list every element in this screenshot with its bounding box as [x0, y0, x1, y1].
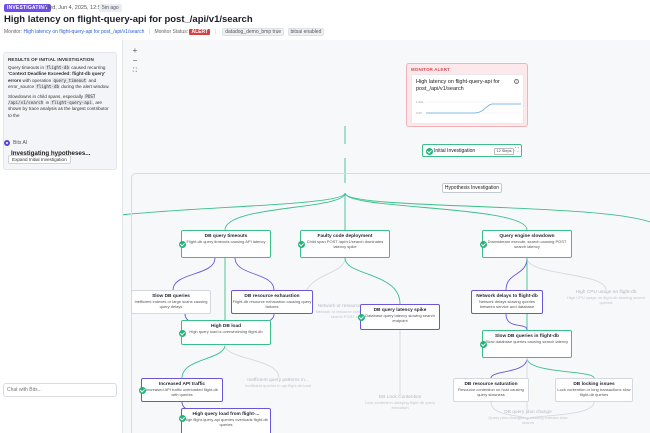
check-icon: [179, 241, 186, 248]
monitor-alert-card[interactable]: MONITOR ALERT High latency on flight-que…: [406, 63, 528, 127]
hypothesis-node-inefficient-query-patterns[interactable]: Inefficient query patterns in... Ineffic…: [245, 378, 311, 388]
hypothesis-node-slow-db-queries[interactable]: Slow DB queries Inefficient indexes or l…: [131, 290, 211, 314]
check-icon: [298, 241, 305, 248]
check-icon: [179, 415, 186, 422]
zoom-in-button[interactable]: +: [132, 46, 138, 55]
alert-status-badge: ALERT: [189, 29, 211, 35]
monitor-label: Monitor:: [4, 29, 23, 35]
fit-view-button[interactable]: ⛶: [132, 68, 138, 74]
status-badge: INVESTIGATING: [4, 4, 52, 12]
initial-investigation-summary: RESULTS OF INITIAL INVESTIGATION Query t…: [3, 52, 117, 170]
monitor-meta: Monitor: High latency on flight-query-ap…: [4, 28, 325, 36]
hypothesis-node-high-query-load[interactable]: High query load from flight-... High fli…: [179, 408, 271, 433]
hypothesis-node-faulty-code-deployment[interactable]: Faulty code deployment Child span POST /…: [298, 230, 390, 258]
bits-ai-name: Bits AI: [13, 140, 28, 146]
hypothesis-node-db-resource-saturation[interactable]: DB resource saturation Resource contenti…: [453, 378, 529, 402]
monitor-link[interactable]: High latency on flight-query-api for pos…: [23, 29, 145, 35]
investigation-canvas[interactable]: + − ⛶: [122, 40, 650, 433]
tag-chip[interactable]: bitsai enabled: [287, 28, 325, 36]
axis-label: 0.00: [416, 111, 422, 115]
divider: |: [214, 29, 216, 35]
hypothesis-node-high-db-load[interactable]: High DB load High query load is overwhel…: [179, 320, 271, 345]
check-icon: [179, 330, 186, 337]
hypothesis-node-network-contention[interactable]: Network or resource contention Network o…: [315, 304, 387, 319]
monitor-status-label: Monitor Status:: [154, 29, 189, 35]
hypothesis-node-increased-api-traffic[interactable]: Increased API traffic Increased API traf…: [139, 378, 223, 402]
graph-edges: [123, 126, 650, 421]
investigation-header: INVESTIGATING Wed, Jun 4, 2025, 12:54:15…: [0, 0, 650, 40]
check-icon: [358, 314, 365, 321]
alert-details: High latency on flight-query-api for pos…: [411, 74, 524, 124]
monitor-alert-label: MONITOR ALERT: [411, 67, 450, 72]
hypothesis-node-db-resource-exhaustion[interactable]: DB resource exhaustion Flight-db resourc…: [231, 290, 313, 314]
thinking-status: Investigating hypotheses...: [11, 150, 91, 157]
chat-panel: RESULTS OF INITIAL INVESTIGATION Query t…: [0, 40, 122, 433]
hypothesis-node-high-cpu-usage[interactable]: High CPU usage on flight-db High CPU usa…: [566, 290, 646, 305]
hypothesis-investigation-node[interactable]: Hypothesis Investigation: [442, 183, 502, 193]
initial-investigation-label: Initial Investigation: [434, 148, 476, 154]
zoom-out-button[interactable]: −: [132, 56, 138, 65]
hypothesis-node-slow-db-queries-flight-db[interactable]: Slow DB queries in flight-db Slow databa…: [480, 330, 572, 358]
hypothesis-node-db-locking-issues[interactable]: DB locking issues Lock contention or lon…: [555, 378, 633, 402]
zoom-controls: + − ⛶: [129, 46, 141, 76]
check-icon: [426, 147, 433, 155]
page-title: High latency on flight-query-api for pos…: [4, 14, 253, 25]
hypothesis-node-network-delays[interactable]: Network delays to flight-db Network dela…: [471, 290, 543, 314]
expand-icon[interactable]: ⛶: [515, 147, 519, 153]
steps-count: 12 Steps: [494, 147, 514, 155]
summary-paragraph: Query timeouts in flight-db caused recur…: [8, 65, 110, 90]
check-icon: [480, 341, 487, 348]
tag-chip[interactable]: datadog_demo_bmp true: [222, 28, 285, 36]
time-ago-badge: 5m ago: [99, 4, 122, 12]
hypothesis-node-db-query-timeouts[interactable]: DB query timeouts Flight-db query timeou…: [179, 230, 271, 258]
divider: |: [148, 29, 151, 35]
hypothesis-node-db-lock-contention[interactable]: DB Lock Contention Lock contention delay…: [364, 395, 436, 410]
hypothesis-node-db-query-plan-change[interactable]: DB query plan change Query plan changes …: [488, 410, 568, 425]
check-icon: [139, 387, 146, 394]
summary-paragraph: Slowdowns in child spans, especially POS…: [8, 93, 109, 118]
chat-input[interactable]: [3, 383, 117, 397]
info-icon[interactable]: i: [514, 79, 519, 84]
hypothesis-node-query-engine-slowdown[interactable]: Query engine slowdown Downstream execute…: [480, 230, 572, 258]
bits-ai-author: Bits AI: [4, 140, 27, 146]
summary-title: RESULTS OF INITIAL INVESTIGATION: [8, 57, 94, 62]
axis-label: 1.00s: [416, 100, 424, 104]
latency-sparkline: [426, 101, 521, 114]
investigation-date: Wed, Jun 4, 2025, 12:54:15 pm: [44, 5, 121, 11]
hypothesis-node-db-query-latency-spike[interactable]: DB query latency spike Database query la…: [358, 304, 440, 330]
bits-ai-avatar-icon: [4, 140, 10, 146]
expand-initial-investigation-button[interactable]: Expand Initial Investigation: [8, 155, 71, 164]
check-icon: [480, 241, 487, 248]
initial-investigation-node[interactable]: Initial Investigation 12 Steps ⛶: [422, 144, 522, 157]
alert-title: High latency on flight-query-api for pos…: [416, 79, 500, 92]
